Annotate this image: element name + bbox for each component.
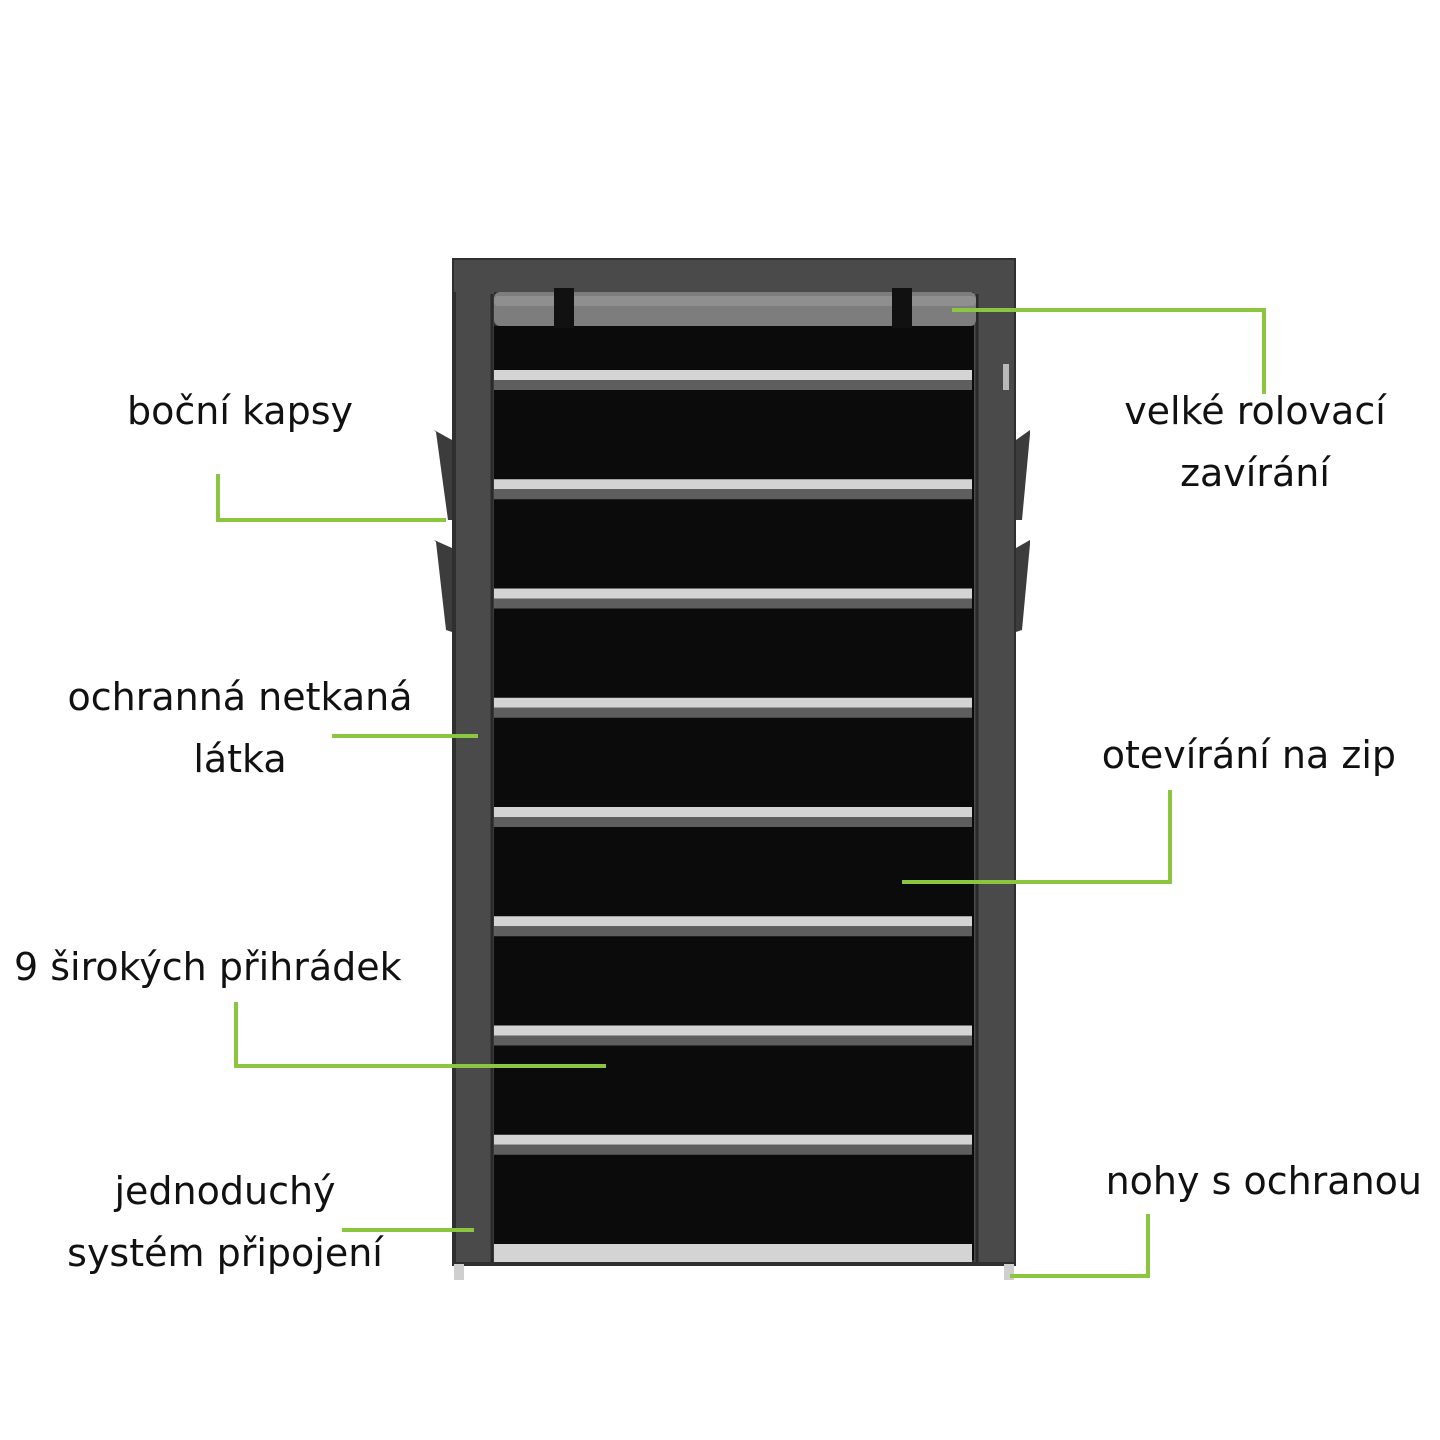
shelf xyxy=(494,479,972,490)
shelf xyxy=(494,697,972,708)
right-side-pockets xyxy=(1016,430,1030,632)
brand-tag xyxy=(1003,364,1009,390)
cabinet-interior xyxy=(494,326,974,1260)
label-fabric: ochranná netkaná látka xyxy=(67,675,413,781)
shelf-underside xyxy=(494,1144,972,1155)
left-leg xyxy=(454,1264,464,1280)
left-pocket-lower xyxy=(434,540,452,632)
label-connection: jednoduchý systém připojení xyxy=(67,1169,383,1275)
leader-line-side-pockets xyxy=(216,474,446,522)
leader-lines xyxy=(216,308,1266,1278)
cabinet-top xyxy=(454,260,1014,292)
right-leg xyxy=(1004,1264,1014,1280)
roll-strap-left xyxy=(554,288,574,328)
shelf-underside xyxy=(494,707,972,718)
label-shelves: 9 širokých přihrádek xyxy=(14,945,402,989)
shelf-underside xyxy=(494,598,972,609)
leader-line-zipper xyxy=(902,790,1172,884)
shelf-underside xyxy=(494,926,972,937)
shelf-underside xyxy=(494,380,972,390)
left-side-pockets xyxy=(434,430,452,632)
left-side-panel xyxy=(456,292,494,1262)
leader-line-feet xyxy=(1010,1214,1150,1278)
right-side-panel xyxy=(974,292,1014,1262)
leader-line-shelves xyxy=(234,1002,606,1068)
shelf xyxy=(494,588,972,599)
cabinet-body xyxy=(452,258,1016,1280)
shelf xyxy=(494,1025,972,1036)
label-zipper: otevírání na zip xyxy=(1101,733,1396,777)
shelf xyxy=(494,1134,972,1145)
shelves xyxy=(494,370,972,1262)
right-pocket-lower xyxy=(1016,540,1030,632)
label-side-pockets: boční kapsy xyxy=(126,389,353,433)
shelf xyxy=(494,916,972,927)
shelf-underside xyxy=(494,817,972,827)
rolled-cover-highlight xyxy=(494,296,976,306)
shelf-underside xyxy=(494,1035,972,1046)
shelf-underside xyxy=(494,489,972,500)
right-pocket-upper xyxy=(1016,430,1030,520)
shelf xyxy=(494,807,972,817)
left-pocket-upper xyxy=(434,430,452,520)
shelf xyxy=(494,370,972,380)
label-roll-closure: velké rolovací zavírání xyxy=(1124,389,1386,495)
roll-strap-right xyxy=(892,288,912,328)
leader-line-roll-closure xyxy=(952,308,1266,394)
shelf-floor xyxy=(494,1244,972,1262)
label-feet: nohy s ochranou xyxy=(1105,1159,1422,1203)
